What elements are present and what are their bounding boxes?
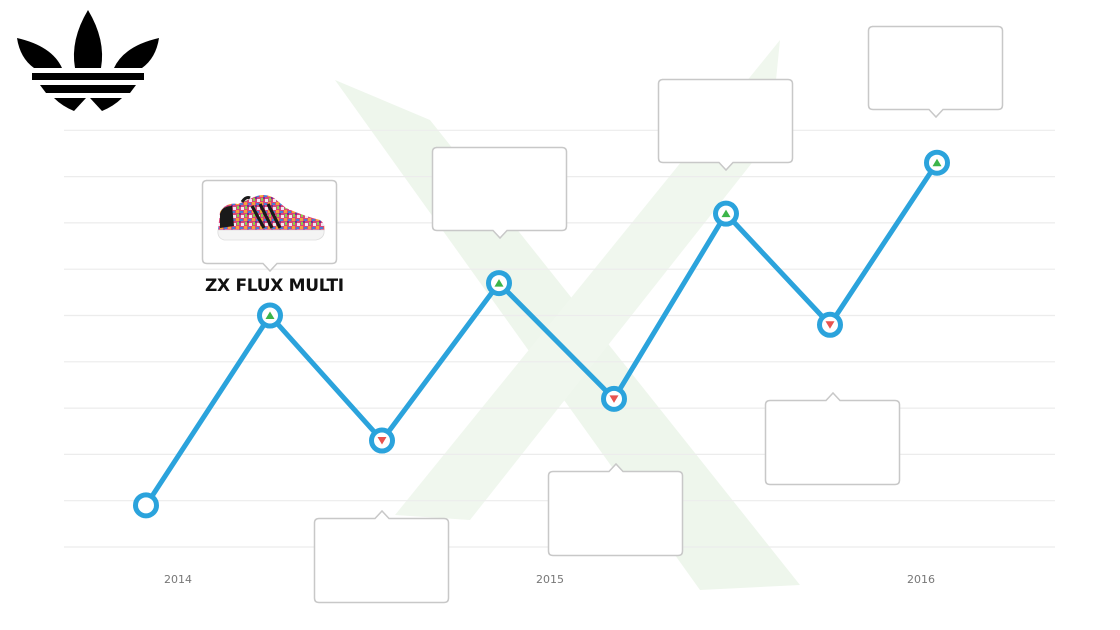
trend-up-icon [265, 311, 275, 319]
trend-down-icon [377, 437, 387, 445]
trend-up-icon [494, 279, 504, 287]
trend-down-icon [825, 321, 835, 329]
callout-box[interactable] [764, 391, 902, 487]
x-axis-label-2016: 2016 [907, 573, 935, 586]
adidas-trefoil-logo-icon [17, 10, 159, 111]
data-point-marker[interactable] [713, 200, 739, 227]
data-point-marker[interactable] [601, 385, 627, 412]
trend-line [143, 161, 940, 507]
data-point-marker[interactable] [133, 492, 159, 519]
trend-up-icon [932, 158, 942, 167]
callout-box[interactable] [657, 78, 795, 174]
trend-up-icon [721, 209, 731, 218]
callout-box[interactable] [547, 462, 685, 558]
data-point-marker[interactable] [817, 311, 843, 338]
callout-box[interactable] [867, 25, 1005, 121]
data-point-marker[interactable] [924, 149, 950, 176]
callout-box[interactable] [431, 146, 569, 242]
data-point-marker[interactable] [369, 427, 395, 454]
x-axis-label-2014: 2014 [164, 573, 192, 586]
callout-box[interactable] [313, 509, 451, 605]
x-axis-label-2015: 2015 [536, 573, 564, 586]
data-point-marker[interactable] [257, 302, 283, 329]
sneaker-image [217, 195, 325, 241]
trend-down-icon [609, 395, 619, 403]
data-point-marker[interactable] [486, 270, 512, 297]
featured-product-label: ZX FLUX MULTI [205, 276, 344, 296]
